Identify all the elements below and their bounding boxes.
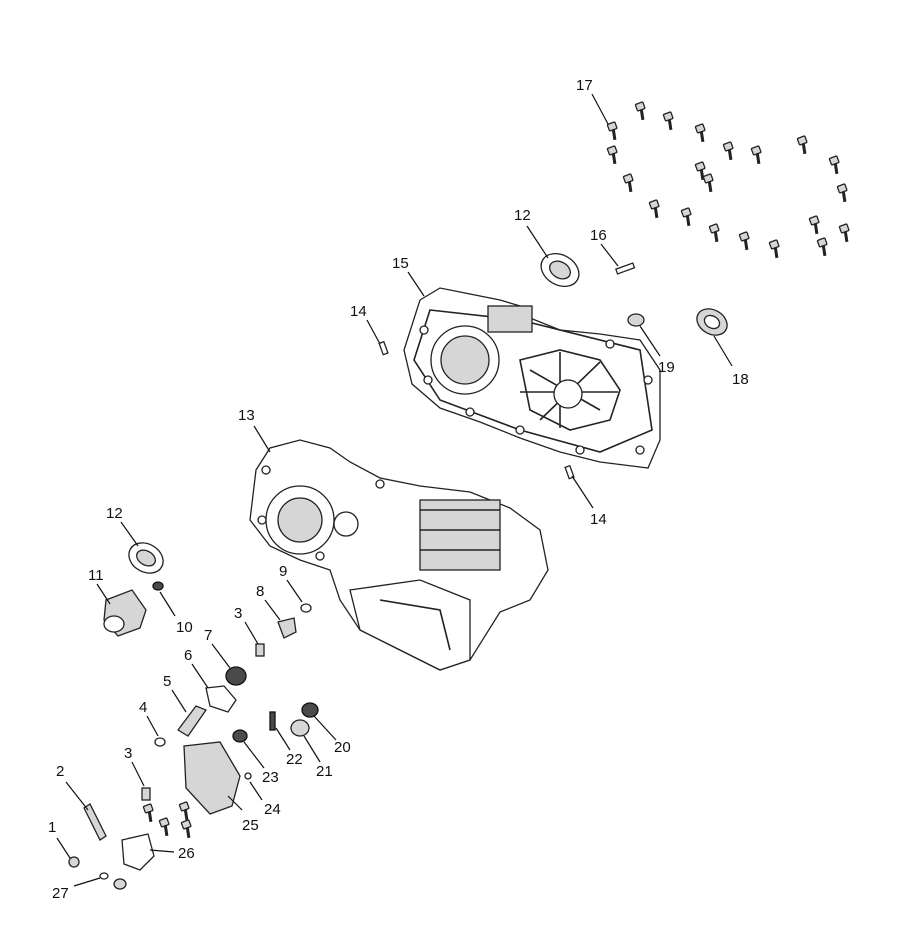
callout-26: 26 [178,845,195,862]
oil-seal-upper [540,252,580,288]
callout-7: 7 [204,627,212,644]
bolt-small-lower [141,787,151,801]
callout-4: 4 [139,699,147,716]
gear-20 [301,702,319,718]
small-gear [152,581,164,591]
callout-17: 17 [576,77,593,94]
callout-14-lower: 14 [590,511,607,528]
drive-gear [225,666,247,686]
callout-15: 15 [392,255,409,272]
callout-labels: 1 2 3 3 4 5 6 7 8 9 10 11 12 12 13 14 14… [48,77,749,902]
shift-shaft [177,705,207,737]
callout-23: 23 [262,769,279,786]
callout-24: 24 [264,801,281,818]
washer [154,737,166,747]
oil-seal-lower [128,542,164,574]
crankcase-half-left [249,439,549,671]
cover-plate [183,741,241,815]
retaining-clip [99,872,109,880]
nut [290,719,310,737]
callout-19: 19 [658,359,675,376]
shaft-bushing [103,589,147,637]
crankcase-half-right [403,287,661,469]
callout-12-lower: 12 [106,505,123,522]
leader-lines [56,93,733,887]
callout-21: 21 [316,763,333,780]
callout-22: 22 [286,751,303,768]
plug [627,313,645,327]
callout-14-upper: 14 [350,303,367,320]
bolt-set [605,100,855,261]
idler-gear [232,729,248,743]
callout-5: 5 [163,673,171,690]
bearing-right [696,308,728,336]
bolt-small-upper [255,643,265,657]
callout-25: 25 [242,817,259,834]
link-bar [83,803,107,841]
nut-small [68,856,80,868]
callout-12-upper: 12 [514,207,531,224]
callout-18: 18 [732,371,749,388]
callout-16: 16 [590,227,607,244]
pin [244,772,252,780]
spring [269,711,276,731]
callout-8: 8 [256,583,264,600]
callout-9: 9 [279,563,287,580]
spring-pin [615,262,636,275]
callout-2: 2 [56,763,64,780]
sensor-housing [121,833,155,871]
callout-6: 6 [184,647,192,664]
dowel-pin-upper [378,340,389,356]
shift-plate [205,685,237,713]
nut-bottom [113,878,127,890]
o-ring [300,603,312,613]
callout-3a: 3 [234,605,242,622]
callout-13: 13 [238,407,255,424]
dowel-pin-lower [564,464,575,480]
callout-10: 10 [176,619,193,636]
sensor [277,617,297,639]
callout-11: 11 [88,567,104,584]
bolt-group-lower [141,800,197,841]
callout-1: 1 [48,819,56,836]
callout-3b: 3 [124,745,132,762]
callout-27: 27 [52,885,69,902]
callout-20: 20 [334,739,351,756]
